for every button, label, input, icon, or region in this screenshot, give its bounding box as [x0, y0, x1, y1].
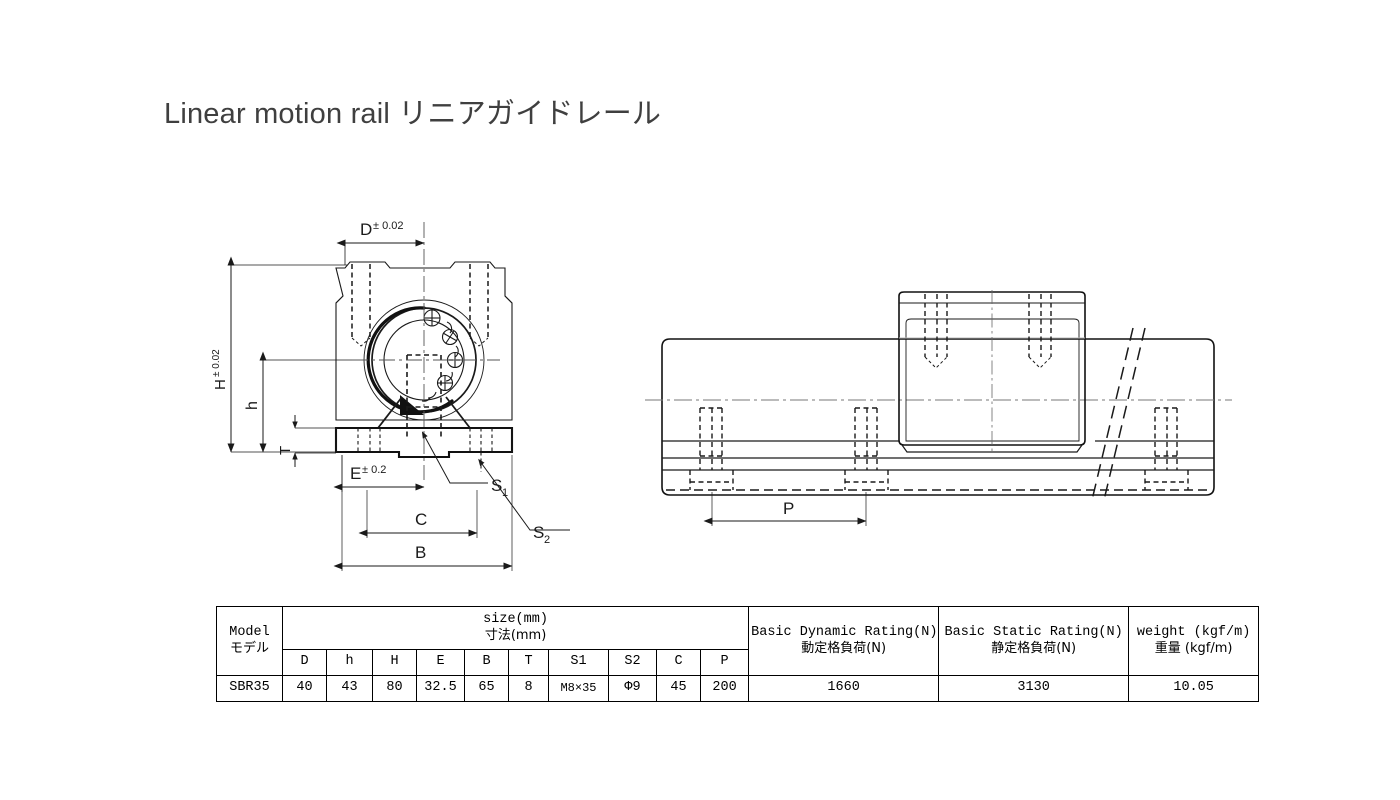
side-rail-hidden-holes	[689, 407, 1189, 490]
specification-table: Model モデル size(mm) 寸法(mm) Basic Dynamic …	[216, 606, 1260, 702]
bearing-housing-circle	[363, 299, 485, 421]
dimension-label-h: h	[244, 401, 261, 410]
header-col-B: B	[464, 649, 509, 676]
callout-leader-s2	[478, 458, 570, 531]
dimension-label-B: B	[415, 543, 426, 562]
cell-static-rating: 3130	[938, 675, 1130, 702]
cell-P: 200	[699, 675, 750, 702]
header-col-C: C	[656, 649, 701, 676]
front-base-flange	[334, 426, 514, 459]
side-rail-detail-lines	[662, 440, 1214, 471]
side-carriage-hidden-holes	[924, 294, 1052, 357]
front-view-group	[227, 222, 570, 571]
header-col-D: D	[282, 649, 327, 676]
header-size-en: size(mm)	[483, 611, 548, 627]
header-dynamic-rating: Basic Dynamic Rating(N) 動定格負荷(N)	[748, 606, 940, 676]
dimension-label-C: C	[415, 510, 427, 529]
header-dynamic-jp: 動定格負荷(N)	[801, 641, 887, 657]
dimension-H	[227, 256, 347, 453]
front-hidden-counterbore-s1	[406, 354, 442, 440]
header-static-rating: Basic Static Rating(N) 静定格負荷(N)	[938, 606, 1130, 676]
side-view-dimension-labels: P	[783, 499, 794, 518]
section-wedge-marker	[400, 395, 424, 415]
header-size-jp: 寸法(mm)	[484, 628, 547, 644]
cell-S2: Φ9	[608, 675, 657, 702]
dimension-label-D: D	[360, 220, 372, 239]
cell-model: SBR35	[216, 675, 283, 702]
dimension-label-H-tol: ± 0.02	[211, 349, 222, 377]
front-hole-drill-points	[351, 337, 489, 347]
table-row: SBR35 40 43 80 32.5 65 8 M8×35 Φ9 45 200…	[216, 675, 1260, 702]
header-size: size(mm) 寸法(mm)	[281, 606, 750, 650]
dimension-T	[292, 415, 336, 467]
cell-h: 43	[326, 675, 373, 702]
side-break-line	[1091, 327, 1146, 501]
dimension-h	[259, 351, 352, 453]
header-weight-jp: 重量 (kgf/m)	[1154, 641, 1233, 657]
header-dynamic-en: Basic Dynamic Rating(N)	[751, 624, 938, 640]
header-col-h: h	[326, 649, 373, 676]
spec-table-container: Model モデル size(mm) 寸法(mm) Basic Dynamic …	[216, 606, 1260, 702]
dimension-label-P: P	[783, 499, 794, 518]
cell-D: 40	[282, 675, 327, 702]
dimension-label-T: T	[277, 446, 294, 455]
dimension-label-H: H	[212, 379, 229, 390]
callout-label-s2: S	[533, 523, 544, 542]
callout-label-s1-sub: 1	[502, 487, 508, 499]
side-carriage-drill-points	[924, 356, 1052, 369]
bearing-race-arc	[366, 306, 454, 414]
header-col-E: E	[416, 649, 465, 676]
dimension-label-E: E	[350, 464, 361, 483]
header-col-T: T	[508, 649, 549, 676]
cell-weight: 10.05	[1128, 675, 1260, 702]
front-hidden-bolt-holes	[351, 264, 489, 338]
dimension-P	[703, 492, 867, 526]
dimension-label-D-tol: ± 0.02	[373, 220, 404, 232]
callout-label-s2-sub: 2	[544, 534, 550, 546]
cell-E: 32.5	[416, 675, 465, 702]
dimension-label-E-tol: ± 0.2	[362, 464, 386, 476]
front-body-chamfers	[335, 295, 513, 304]
cell-H: 80	[372, 675, 417, 702]
header-model-en: Model	[229, 624, 270, 640]
cell-S1: M8×35	[548, 675, 609, 702]
dimension-E	[333, 455, 425, 492]
callout-label-s1: S	[491, 476, 502, 495]
side-carriage-block	[898, 290, 1086, 453]
cell-B: 65	[464, 675, 509, 702]
page-title: Linear motion rail リニアガイドレール	[164, 98, 662, 130]
header-col-S2: S2	[608, 649, 657, 676]
bearing-balls	[421, 309, 464, 402]
table-header-row-2: D h H E B T S1 S2 C P	[217, 649, 1259, 676]
callout-leader-s1	[421, 431, 488, 484]
header-col-P: P	[699, 649, 750, 676]
side-rail-outline	[661, 338, 1215, 496]
table-header-row-1: Model モデル size(mm) 寸法(mm) Basic Dynamic …	[216, 606, 1260, 676]
header-col-H: H	[372, 649, 417, 676]
header-static-jp: 静定格負荷(N)	[991, 641, 1077, 657]
cell-dynamic-rating: 1660	[748, 675, 940, 702]
front-hidden-flange-holes	[357, 428, 493, 472]
header-weight: weight (kgf/m) 重量 (kgf/m)	[1128, 606, 1260, 676]
header-weight-en: weight (kgf/m)	[1136, 624, 1251, 640]
header-col-S1: S1	[548, 649, 609, 676]
dimension-C	[358, 490, 478, 538]
cell-C: 45	[656, 675, 701, 702]
dimension-D	[336, 239, 425, 265]
front-view-dimension-labels: D ± 0.02 H ± 0.02 h T E ± 0.2 C B S 1 S …	[211, 220, 550, 562]
header-model: Model モデル	[216, 606, 283, 676]
cell-T: 8	[508, 675, 549, 702]
header-static-en: Basic Static Rating(N)	[944, 624, 1123, 640]
side-view-group	[645, 290, 1232, 526]
front-support-gussets	[377, 396, 471, 429]
dimension-B	[333, 455, 513, 571]
header-model-jp: モデル	[229, 641, 269, 657]
front-body-outline	[335, 261, 513, 421]
